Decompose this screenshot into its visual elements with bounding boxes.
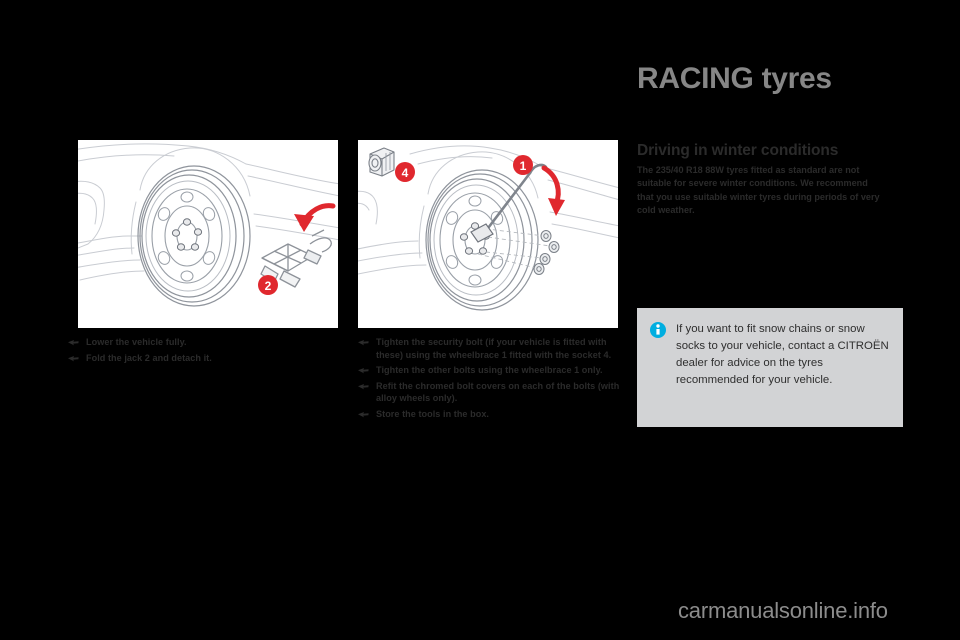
- section-body-text: The 235/40 R18 88W tyres fitted as stand…: [637, 165, 880, 216]
- svg-text:4: 4: [402, 166, 409, 180]
- info-icon: [650, 322, 666, 338]
- tighten-bolts-diagram: 1 4: [358, 145, 618, 311]
- pointing-hand-bullet-icon: [358, 408, 376, 418]
- svg-text:2: 2: [265, 279, 272, 293]
- illustration-panel-tighten-bolts: 1 4: [358, 140, 618, 328]
- list-item: Tighten the other bolts using the wheelb…: [358, 364, 620, 377]
- instruction-text: Refit the chromed bolt covers on each of…: [376, 380, 620, 404]
- section-heading: Driving in winter conditions: [637, 142, 839, 159]
- list-item: Fold the jack 2 and detach it.: [68, 352, 338, 365]
- list-item: Store the tools in the box.: [358, 408, 620, 421]
- page-title: RACING tyres: [637, 62, 832, 95]
- pointing-hand-bullet-icon: [68, 352, 86, 362]
- instruction-text: Tighten the security bolt (if your vehic…: [376, 337, 612, 360]
- pointing-hand-bullet-icon: [358, 364, 376, 374]
- pointing-hand-bullet-icon: [68, 336, 86, 346]
- list-item: Lower the vehicle fully.: [68, 336, 338, 349]
- list-item: Tighten the security bolt (if your vehic…: [358, 336, 620, 361]
- illustration-panel-lower-vehicle: 2: [78, 140, 338, 328]
- site-watermark: carmanualsonline.info: [678, 598, 888, 623]
- info-box-text: If you want to fit snow chains or snow s…: [676, 323, 889, 386]
- pointing-hand-bullet-icon: [358, 380, 376, 390]
- instruction-text: Store the tools in the box.: [376, 408, 490, 419]
- instruction-text: Tighten the other bolts using the wheelb…: [376, 365, 603, 376]
- svg-text:1: 1: [520, 159, 527, 173]
- callout-badge-1: 1: [513, 155, 533, 175]
- list-item: Refit the chromed bolt covers on each of…: [358, 380, 620, 405]
- pointing-hand-bullet-icon: [358, 336, 376, 346]
- red-direction-arrow: [294, 203, 336, 232]
- instruction-text: Fold the jack 2 and detach it.: [86, 352, 212, 363]
- instruction-list-left: Lower the vehicle fully. Fold the jack 2…: [68, 336, 338, 367]
- red-rotation-arrow: [541, 165, 565, 216]
- info-callout-box: If you want to fit snow chains or snow s…: [637, 308, 903, 427]
- callout-badge-4: 4: [395, 162, 415, 182]
- callout-badge-2: 2: [258, 275, 278, 295]
- instruction-text: Lower the vehicle fully.: [86, 337, 187, 347]
- socket-part: [368, 147, 395, 177]
- lower-vehicle-diagram: 2: [78, 143, 338, 307]
- instruction-list-right: Tighten the security bolt (if your vehic…: [358, 336, 620, 424]
